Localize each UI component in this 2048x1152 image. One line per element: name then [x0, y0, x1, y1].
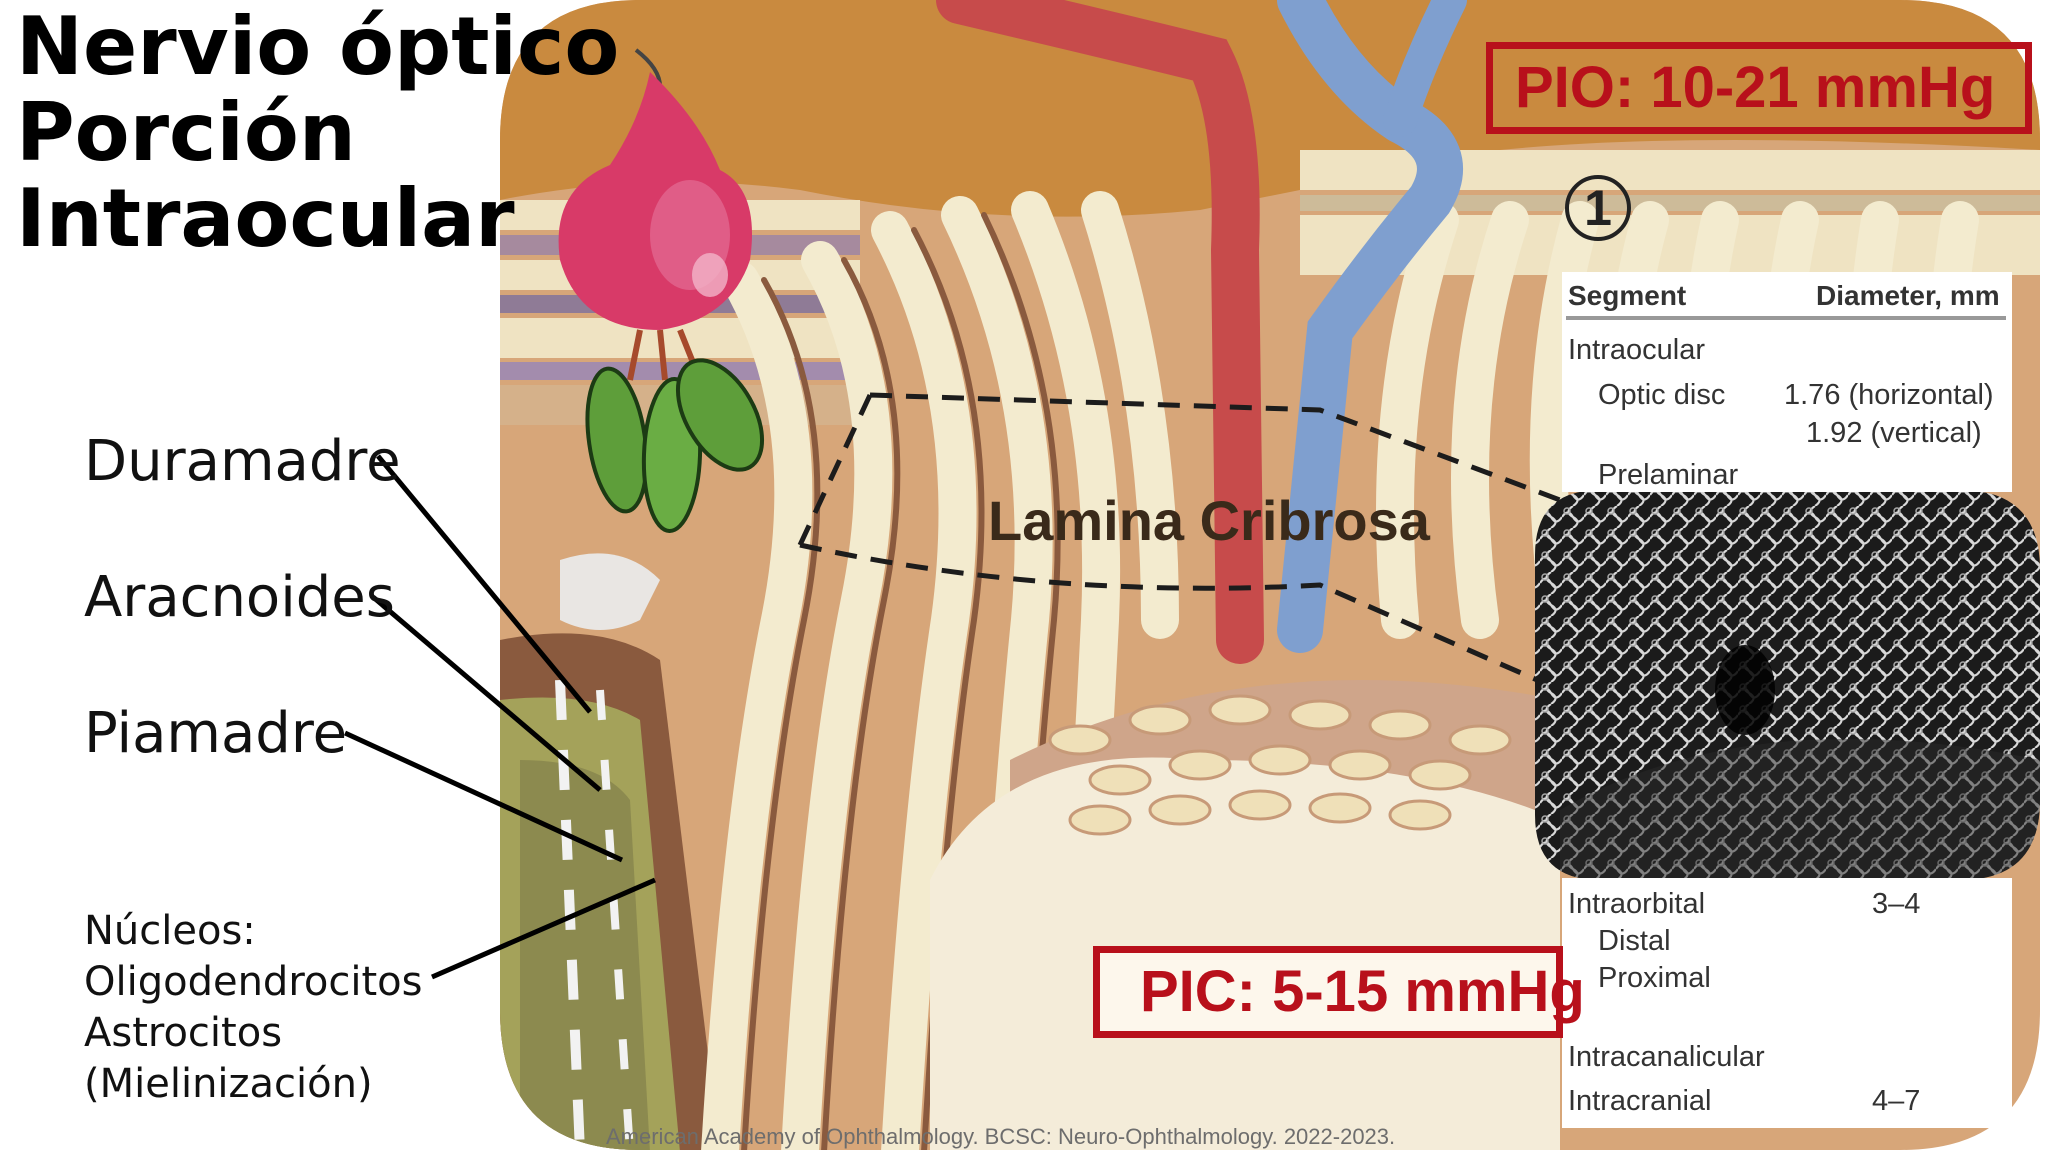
label-pointer-lines — [343, 454, 656, 980]
row-diameter: 1.76 (horizontal) — [1784, 379, 1994, 411]
header-segment: Segment — [1568, 280, 1687, 311]
diameter-table-bottom: Intraorbital 3–4 Distal Proximal Intraca… — [1562, 878, 2012, 1128]
row-segment: Intraocular — [1568, 334, 1706, 366]
nuclei-line-1: Núcleos: — [84, 908, 256, 954]
header-diameter: Diameter, mm — [1816, 280, 2000, 311]
row-segment: Intracranial — [1568, 1085, 1712, 1117]
table-header: Segment Diameter, mm — [1566, 276, 2006, 320]
pic-pressure-box: PIC: 5-15 mmHg — [1093, 946, 1585, 1038]
title-line-2: Porción — [16, 86, 356, 179]
central-retinal-artery — [936, 0, 1264, 664]
nuclei-line-3: Astrocitos — [84, 1010, 283, 1056]
figure-number-badge: 1 — [1565, 175, 1631, 241]
nuclei-line-2: Oligodendrocitos — [84, 959, 423, 1005]
row-segment: Distal — [1598, 925, 1671, 957]
lamina-cribrosa-micrograph — [1535, 490, 2040, 880]
row-segment: Proximal — [1598, 962, 1711, 994]
row-segment: Intraorbital — [1568, 888, 1706, 920]
row-diameter: 4–7 — [1872, 1085, 1921, 1117]
title-line-1: Nervio óptico — [16, 0, 620, 93]
page-title: Nervio óptico Porción Intraocular — [16, 4, 619, 262]
row-segment: Intracanalicular — [1568, 1041, 1765, 1073]
pio-pressure-box: PIO: 10-21 mmHg — [1486, 42, 2032, 134]
diameter-table-top: Segment Diameter, mm Intraocular Optic d… — [1562, 272, 2012, 492]
source-credit: American Academy of Ophthalmology. BCSC:… — [606, 1124, 1396, 1149]
lamina-cribrosa-outline — [797, 392, 1562, 693]
central-retinal-vein — [1277, 0, 1463, 653]
label-duramadre: Duramadre — [84, 429, 401, 494]
row-segment: Optic disc — [1598, 379, 1726, 411]
label-aracnoides: Aracnoides — [84, 565, 395, 630]
title-line-3: Intraocular — [16, 172, 515, 265]
row-diameter: 1.92 (vertical) — [1806, 417, 1982, 449]
row-segment: Prelaminar — [1598, 459, 1739, 491]
label-piamadre: Piamadre — [84, 701, 348, 766]
label-nucleos: Núcleos: Oligodendrocitos Astrocitos (Mi… — [84, 906, 424, 1110]
row-diameter: 3–4 — [1872, 888, 1921, 920]
radish-icon — [558, 48, 765, 533]
lamina-cribrosa-label: Lamina Cribrosa — [988, 489, 1430, 552]
nuclei-line-4: (Mielinización) — [84, 1061, 373, 1107]
